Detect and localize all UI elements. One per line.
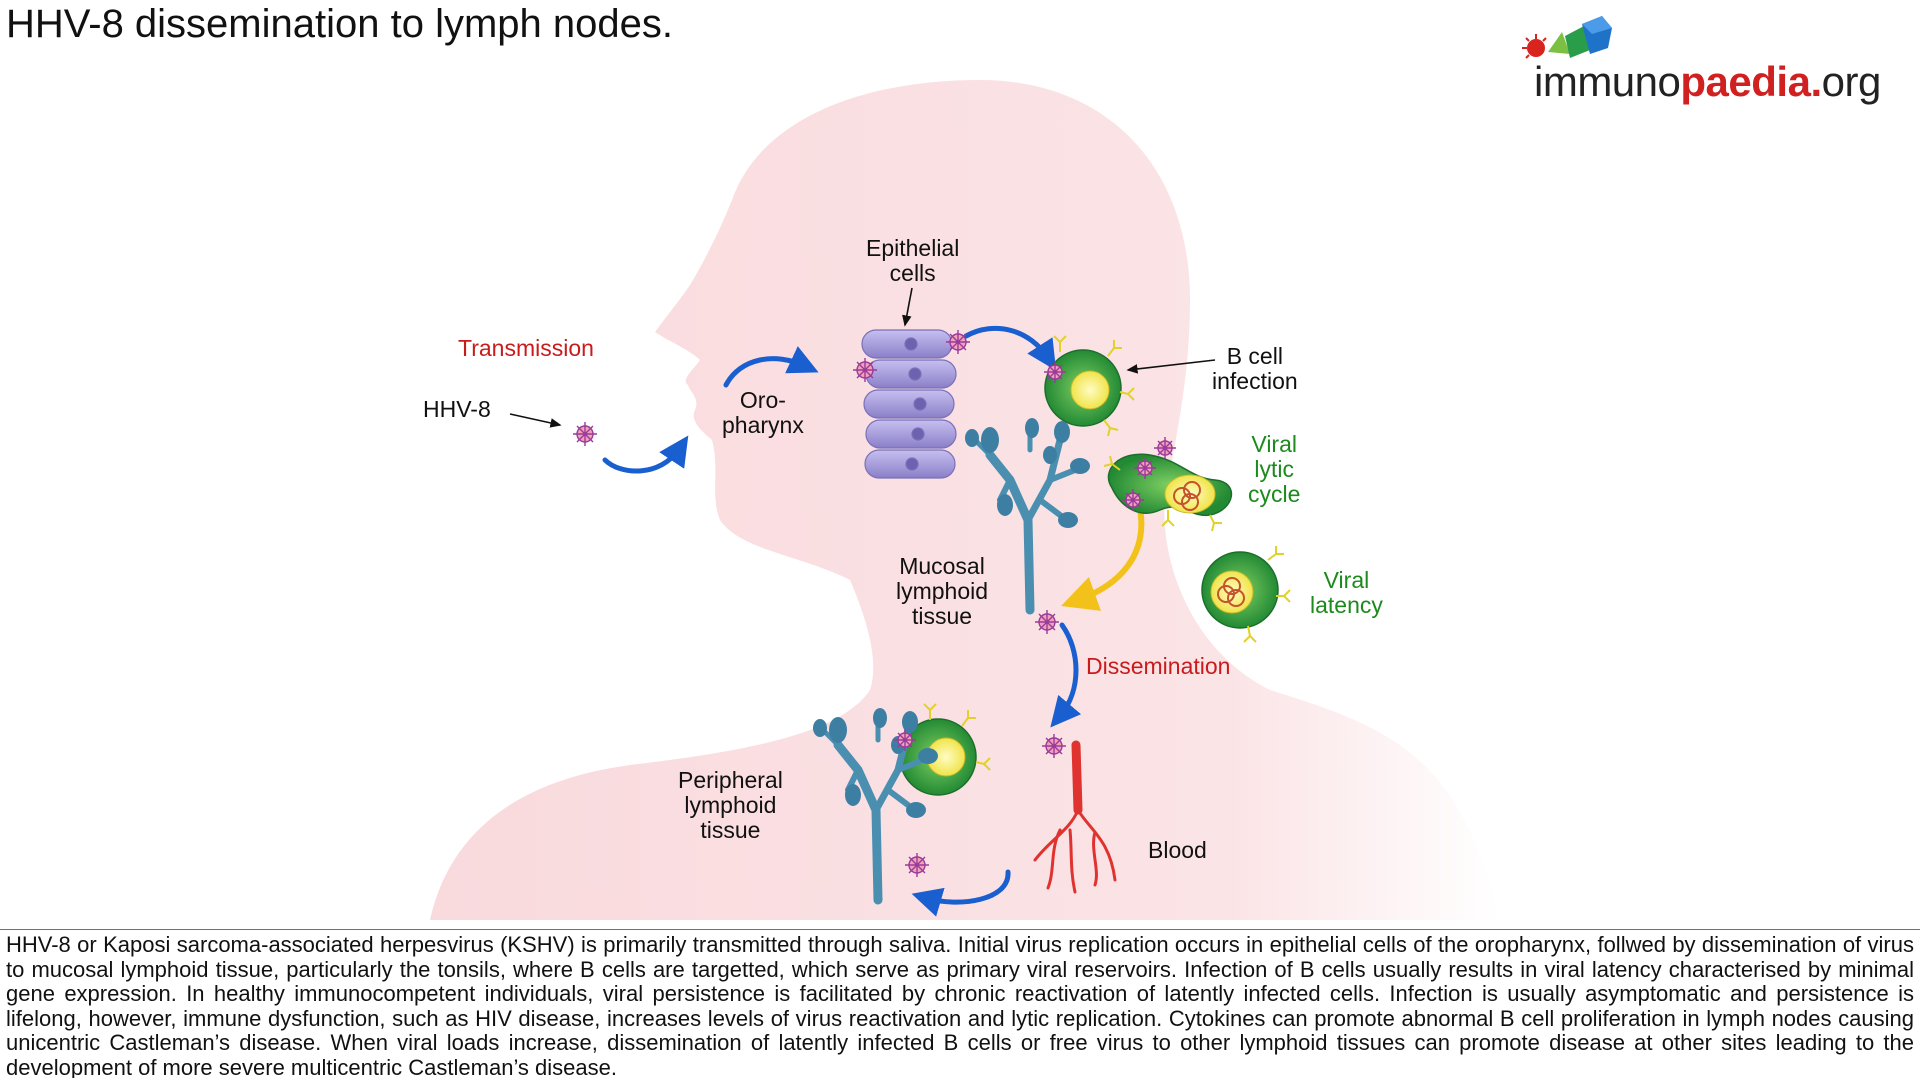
page-title: HHV-8 dissemination to lymph nodes.	[6, 2, 673, 46]
arrow-lytic-to-mucosal	[1061, 505, 1145, 611]
label-viral-lytic-cycle: Viral lytic cycle	[1248, 431, 1301, 507]
logo-text-immuno: immuno	[1534, 58, 1681, 105]
epithelial-cells	[861, 329, 957, 479]
label-viral-latency: Viral latency	[1310, 567, 1383, 618]
peripheral-lymphoid-tissue	[813, 708, 938, 905]
logo-text-org: org	[1821, 58, 1882, 105]
head-silhouette	[430, 80, 1500, 920]
arrow-oropharynx-to-epithelium	[723, 346, 819, 388]
label-b-cell-infection: B cell infection	[1212, 343, 1298, 394]
label-peripheral-lymphoid-tissue: Peripheral lymphoid tissue	[678, 767, 783, 843]
pointer-hhv8	[509, 413, 562, 428]
blood-vessel	[1033, 740, 1117, 894]
b-cell-infection	[1044, 335, 1135, 437]
label-oropharynx: Oro- pharynx	[722, 387, 804, 438]
logo-cubes-icon	[1522, 16, 1612, 59]
b-cell-latency	[1201, 546, 1291, 643]
arrow-blood-to-peripheral	[911, 869, 1011, 917]
diagram-canvas	[430, 80, 1500, 920]
logo[interactable]: immunopaedia.org	[1510, 6, 1915, 106]
label-epithelial-cells: Epithelial cells	[866, 235, 960, 286]
arrow-hhv8-to-mouth	[602, 435, 689, 474]
virion-particles	[573, 330, 1176, 877]
caption-text: HHV-8 or Kaposi sarcoma-associated herpe…	[6, 933, 1914, 1078]
label-dissemination: Dissemination	[1086, 653, 1231, 679]
pointer-epithelial	[902, 287, 913, 327]
mucosal-lymphoid-tissue	[965, 418, 1090, 615]
arrow-dissemination	[1050, 622, 1082, 728]
label-mucosal-lymphoid-tissue: Mucosal lymphoid tissue	[896, 553, 989, 629]
logo-text-paedia: paedia.	[1680, 58, 1822, 105]
label-transmission: Transmission	[458, 335, 594, 361]
caption-divider	[0, 929, 1920, 930]
arrow-epithelium-to-bcell	[963, 325, 1057, 371]
pointer-bcell	[1126, 359, 1216, 374]
label-blood: Blood	[1148, 837, 1207, 863]
label-hhv8: HHV-8	[423, 396, 491, 422]
b-cell-peripheral	[899, 703, 991, 796]
